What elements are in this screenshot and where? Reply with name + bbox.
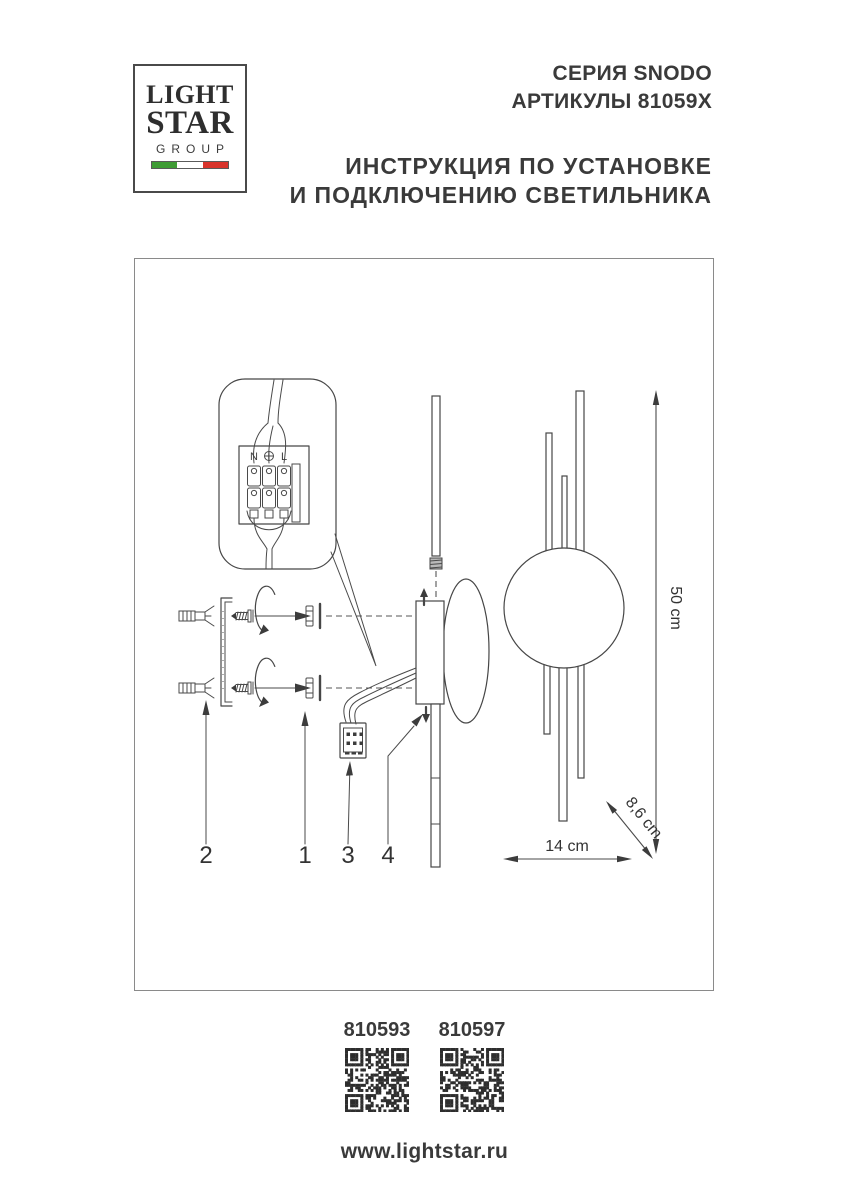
supply-wires	[343, 667, 417, 725]
website-url: www.lightstar.ru	[340, 1140, 509, 1163]
dimension-height: 50 cm	[652, 390, 684, 854]
sphere-diffuser	[503, 547, 625, 669]
mounting-bracket	[220, 597, 233, 707]
height-label: 50 cm	[667, 586, 684, 630]
dimension-width: 14 cm	[503, 838, 632, 863]
wall-anchor-dowels	[178, 605, 215, 699]
flag-white	[177, 162, 203, 169]
logo-group-text: GROUP	[155, 142, 230, 157]
upper-rod	[429, 395, 443, 570]
logo-star-text: STAR	[146, 105, 234, 141]
depth-label: 8,6 cm	[622, 794, 665, 842]
diagram-svg: N L	[178, 378, 684, 869]
part-label-1: 1	[298, 842, 311, 869]
part-label-4: 4	[381, 842, 394, 869]
instruction-line-2: И ПОДКЛЮЧЕНИЮ СВЕТИЛЬНИКА	[289, 182, 712, 208]
part-label-2: 2	[199, 842, 212, 869]
logo-light-text: LIGHT	[146, 80, 234, 109]
italian-flag-icon	[151, 161, 229, 170]
qr-label-810593: 810593	[343, 1019, 411, 1041]
series-title: СЕРИЯ SNODO	[552, 62, 712, 85]
terminal-l-label: L	[281, 451, 287, 463]
fixing-pins	[305, 602, 322, 702]
lightstar-logo: LIGHT STAR GROUP	[133, 64, 247, 193]
part-label-3: 3	[341, 842, 354, 869]
wiring-callout: N L	[218, 378, 377, 667]
terminal-connector	[339, 722, 367, 759]
width-label: 14 cm	[545, 838, 589, 855]
flag-red	[202, 162, 228, 169]
flag-green	[152, 162, 178, 169]
terminal-n-label: N	[250, 451, 258, 463]
qr-code-left	[345, 1048, 409, 1112]
terminal-clamps	[247, 463, 301, 523]
qr-label-810597: 810597	[438, 1019, 506, 1041]
instruction-title: ИНСТРУКЦИЯ ПО УСТАНОВКЕ И ПОДКЛЮЧЕНИЮ СВ…	[290, 152, 712, 210]
instruction-line-1: ИНСТРУКЦИЯ ПО УСТАНОВКЕ	[345, 153, 712, 179]
canopy-and-plate	[415, 578, 490, 724]
mounting-screws	[231, 609, 254, 695]
articles-title: АРТИКУЛЫ 81059X	[511, 90, 712, 113]
installation-diagram: N L	[134, 258, 714, 991]
part-arrows	[202, 700, 423, 845]
lower-rod	[430, 703, 441, 868]
qr-code-right	[440, 1048, 504, 1112]
screw-direction-arrows	[254, 585, 311, 707]
header-block: СЕРИЯ SNODO АРТИКУЛЫ 81059X ИНСТРУКЦИЯ П…	[290, 60, 712, 210]
